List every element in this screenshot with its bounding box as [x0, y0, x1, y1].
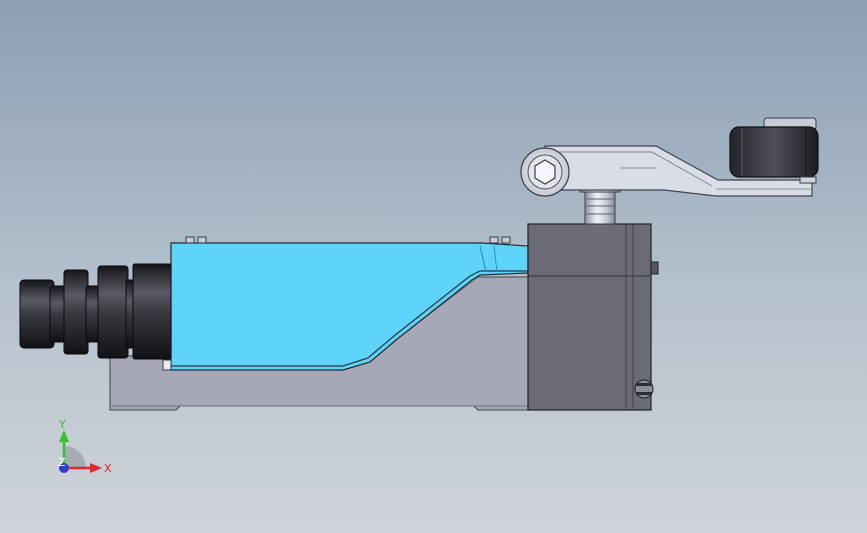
x-axis-arrow-icon — [90, 463, 102, 473]
y-axis-label: Y — [58, 418, 66, 431]
hex-socket-icon — [534, 159, 556, 185]
y-axis-arrow-icon — [59, 430, 69, 442]
switch-head — [527, 223, 659, 411]
lever-hub — [520, 147, 570, 197]
reference-triad[interactable]: Y X Z — [58, 418, 112, 475]
z-axis-label: Z — [58, 456, 66, 469]
z-axis-icon — [59, 463, 69, 473]
switch-body — [162, 236, 529, 371]
x-axis-label: X — [104, 462, 112, 475]
cable-gland — [19, 263, 172, 360]
triad-plane-icon — [64, 446, 86, 468]
roller-wheel — [729, 117, 819, 184]
lever-arm — [544, 145, 813, 197]
